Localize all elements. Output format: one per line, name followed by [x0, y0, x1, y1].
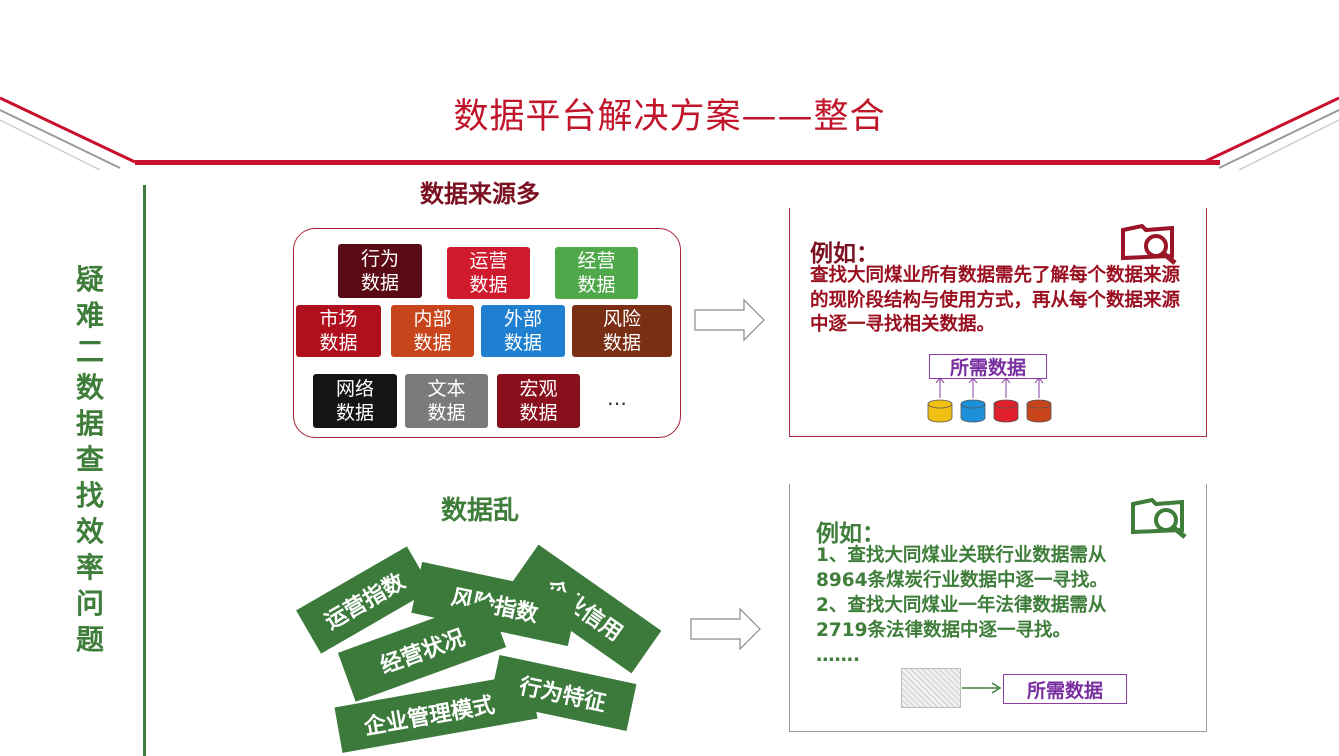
needed-data-box-2: 所需数据 — [1003, 674, 1127, 704]
database-icon-top — [994, 400, 1018, 408]
slide-title: 数据平台解决方案——整合 — [0, 88, 1339, 139]
example-line-3: 2、查找大同煤业一年法律数据需从 — [816, 594, 1106, 619]
example-line-4: 2719条法律数据中逐一寻找。 — [816, 619, 1071, 644]
example-panel-2: 例如： 1、查找大同煤业关联行业数据需从 8964条煤炭行业数据中逐一寻找。 2… — [789, 484, 1207, 732]
data-source-tag: 风险 数据 — [572, 305, 672, 357]
arrow-right-icon — [960, 680, 1004, 696]
example-label-1: 例如： — [810, 234, 879, 268]
data-source-tag: 网络 数据 — [313, 374, 397, 428]
noise-data-image — [901, 668, 961, 708]
more-sources-ellipsis: … — [607, 386, 627, 410]
database-icon-top — [928, 400, 952, 408]
search-folder-icon — [1120, 222, 1182, 266]
arrow-right-icon — [690, 607, 762, 651]
search-folder-icon — [1130, 496, 1192, 540]
data-source-tag: 市场 数据 — [296, 305, 381, 357]
example-line-5: ……. — [816, 644, 860, 669]
data-source-tag: 经营 数据 — [555, 247, 638, 299]
side-label: 疑难二 数据查找效率问题 — [72, 262, 108, 658]
example-line-2: 8964条煤炭行业数据中逐一寻找。 — [816, 569, 1108, 594]
title-rule — [135, 160, 1220, 165]
database-icon-top — [961, 400, 985, 408]
data-source-tag: 文本 数据 — [405, 374, 488, 428]
arrow-right-icon — [694, 298, 766, 342]
data-source-tag: 宏观 数据 — [497, 374, 580, 428]
data-source-tag: 行为 数据 — [338, 244, 422, 298]
section1-heading: 数据来源多 — [420, 174, 540, 209]
example-panel-1: 例如： 查找大同煤业所有数据需先了解每个数据来源的现阶段结构与使用方式，再从每个… — [789, 208, 1207, 437]
data-source-tag: 运营 数据 — [447, 247, 530, 299]
needed-data-box-1: 所需数据 — [929, 354, 1047, 379]
database-icon-top — [1027, 400, 1051, 408]
data-source-tag: 外部 数据 — [481, 305, 565, 357]
data-source-tag: 内部 数据 — [391, 305, 474, 357]
example-line-1: 1、查找大同煤业关联行业数据需从 — [816, 544, 1106, 569]
database-icons — [920, 378, 1060, 424]
side-divider — [143, 185, 146, 756]
section2-heading: 数据乱 — [441, 490, 519, 527]
example-label-2: 例如： — [816, 514, 885, 548]
example-text-1: 查找大同煤业所有数据需先了解每个数据来源的现阶段结构与使用方式，再从每个数据来源… — [810, 264, 1185, 338]
